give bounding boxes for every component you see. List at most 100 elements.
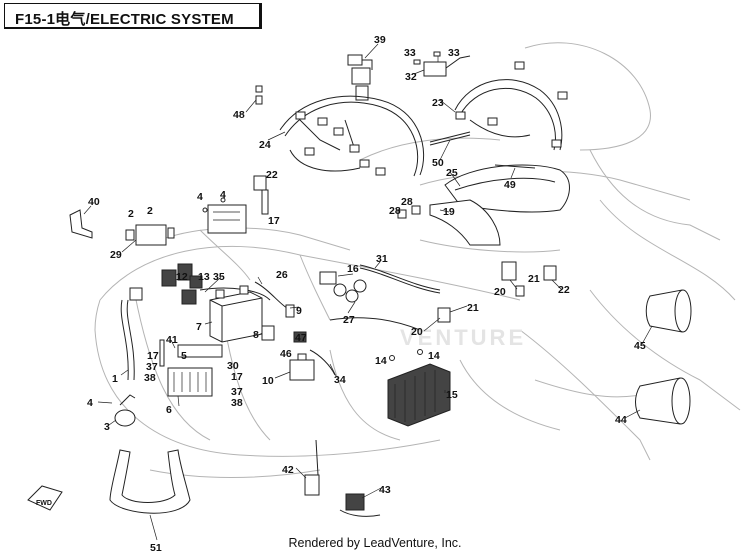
part-48-clip <box>255 85 263 105</box>
callout-30: 30 <box>227 360 239 372</box>
callout-37-a: 37 <box>146 361 158 373</box>
callout-21-b: 21 <box>467 302 479 314</box>
callout-14-b: 14 <box>428 350 440 362</box>
part-29-relay-box <box>125 224 175 246</box>
callout-13: 13 <box>198 271 210 283</box>
part-4-module <box>202 197 247 234</box>
callout-38-a: 38 <box>144 372 156 384</box>
part-24-main-harness <box>279 95 425 177</box>
callout-18: 17 <box>268 215 280 227</box>
part-3-horn <box>114 394 136 427</box>
callout-20-a: 20 <box>494 286 506 298</box>
callout-37-b: 37 <box>231 386 243 398</box>
callout-20-b: 20 <box>411 326 423 338</box>
callout-47: 47 <box>295 332 307 344</box>
diagram-title: F15-1电气/ELECTRIC SYSTEM <box>15 11 234 28</box>
callout-4-c: 4 <box>87 397 93 409</box>
callout-41: 41 <box>166 334 178 346</box>
part-28-connectors <box>397 205 421 219</box>
part-40-bracket <box>69 209 93 239</box>
callout-51: 51 <box>150 542 162 554</box>
callout-7: 7 <box>196 321 202 333</box>
part-19-bracket <box>429 199 501 246</box>
part-34-wire <box>309 349 336 376</box>
callout-2-a: 2 <box>128 208 134 220</box>
callout-40: 40 <box>88 196 100 208</box>
callout-3: 3 <box>104 421 110 433</box>
part-22-sensor-upper <box>253 175 269 215</box>
callout-1: 1 <box>112 373 118 385</box>
part-44-lamp <box>635 377 691 425</box>
callout-10: 10 <box>262 375 274 387</box>
callout-21-a: 21 <box>528 273 540 285</box>
part-27-cable <box>329 317 421 331</box>
callout-15: 15 <box>446 389 458 401</box>
part-16-connector <box>319 271 367 303</box>
callout-31: 31 <box>376 253 388 265</box>
callout-27: 27 <box>343 314 355 326</box>
part-9 <box>285 304 295 318</box>
callout-25: 25 <box>446 167 458 179</box>
part-8-relay <box>261 325 275 341</box>
part-15-regulator <box>387 349 451 427</box>
watermark-text: VENTURE <box>400 325 526 350</box>
callout-32: 32 <box>405 71 417 83</box>
callout-24: 24 <box>259 139 271 151</box>
callout-45: 45 <box>634 340 646 352</box>
part-32-relay <box>413 51 471 77</box>
fwd-label: FWD <box>36 500 52 507</box>
callout-4-b: 4 <box>220 189 226 201</box>
callout-23: 23 <box>432 97 444 109</box>
callout-39: 39 <box>374 34 386 46</box>
callout-49: 49 <box>504 179 516 191</box>
callout-43: 43 <box>379 484 391 496</box>
part-1-harness <box>120 287 143 381</box>
part-43-switch <box>339 493 381 517</box>
callout-17-a: 17 <box>147 350 159 362</box>
leader-lines <box>83 43 653 541</box>
callout-33-b: 33 <box>448 47 460 59</box>
callout-6: 6 <box>166 404 172 416</box>
part-11-bracket <box>159 339 165 367</box>
part-6-fuse-box <box>167 367 213 397</box>
callout-44: 44 <box>615 414 627 426</box>
atv-frame-outline <box>94 42 741 478</box>
callout-4-a: 4 <box>197 191 203 203</box>
callout-8: 8 <box>253 329 259 341</box>
callout-5: 5 <box>181 350 187 362</box>
callout-26: 26 <box>276 269 288 281</box>
callout-16: 16 <box>347 263 359 275</box>
callout-17-b: 17 <box>231 371 243 383</box>
callout-12: 12 <box>176 271 188 283</box>
callout-34: 34 <box>334 374 346 386</box>
callout-28-a: 28 <box>401 196 413 208</box>
fwd-arrow-icon: FWD <box>27 485 63 511</box>
diagram-title-box: F15-1电气/ELECTRIC SYSTEM <box>4 3 262 29</box>
callout-numbers: 39 33 33 32 48 24 23 50 25 49 22 17 28 2… <box>87 34 646 554</box>
part-7-battery <box>209 285 263 343</box>
callout-29: 29 <box>110 249 122 261</box>
callout-9: 9 <box>296 305 302 317</box>
callout-38-b: 38 <box>231 397 243 409</box>
callout-28-b: 28 <box>389 205 401 217</box>
callout-22-a: 22 <box>266 169 278 181</box>
callout-19: 19 <box>443 206 455 218</box>
part-23-rear-harness <box>454 61 568 151</box>
part-39-connector <box>347 54 373 101</box>
part-49-tie <box>494 164 536 169</box>
callout-42: 42 <box>282 464 294 476</box>
callout-2-b: 2 <box>147 205 153 217</box>
callout-50: 50 <box>432 157 444 169</box>
part-5-fuse-holder <box>177 344 223 358</box>
callout-33-a: 33 <box>404 47 416 59</box>
callout-14-a: 14 <box>375 355 387 367</box>
part-22-sensor-lower <box>543 265 557 281</box>
callout-35: 35 <box>213 271 225 283</box>
render-credit: Rendered by LeadVenture, Inc. <box>288 536 462 550</box>
part-42-key <box>304 439 320 496</box>
part-47-fuse <box>293 331 307 343</box>
callout-48: 48 <box>233 109 245 121</box>
part-12-13-coupler <box>161 263 203 305</box>
